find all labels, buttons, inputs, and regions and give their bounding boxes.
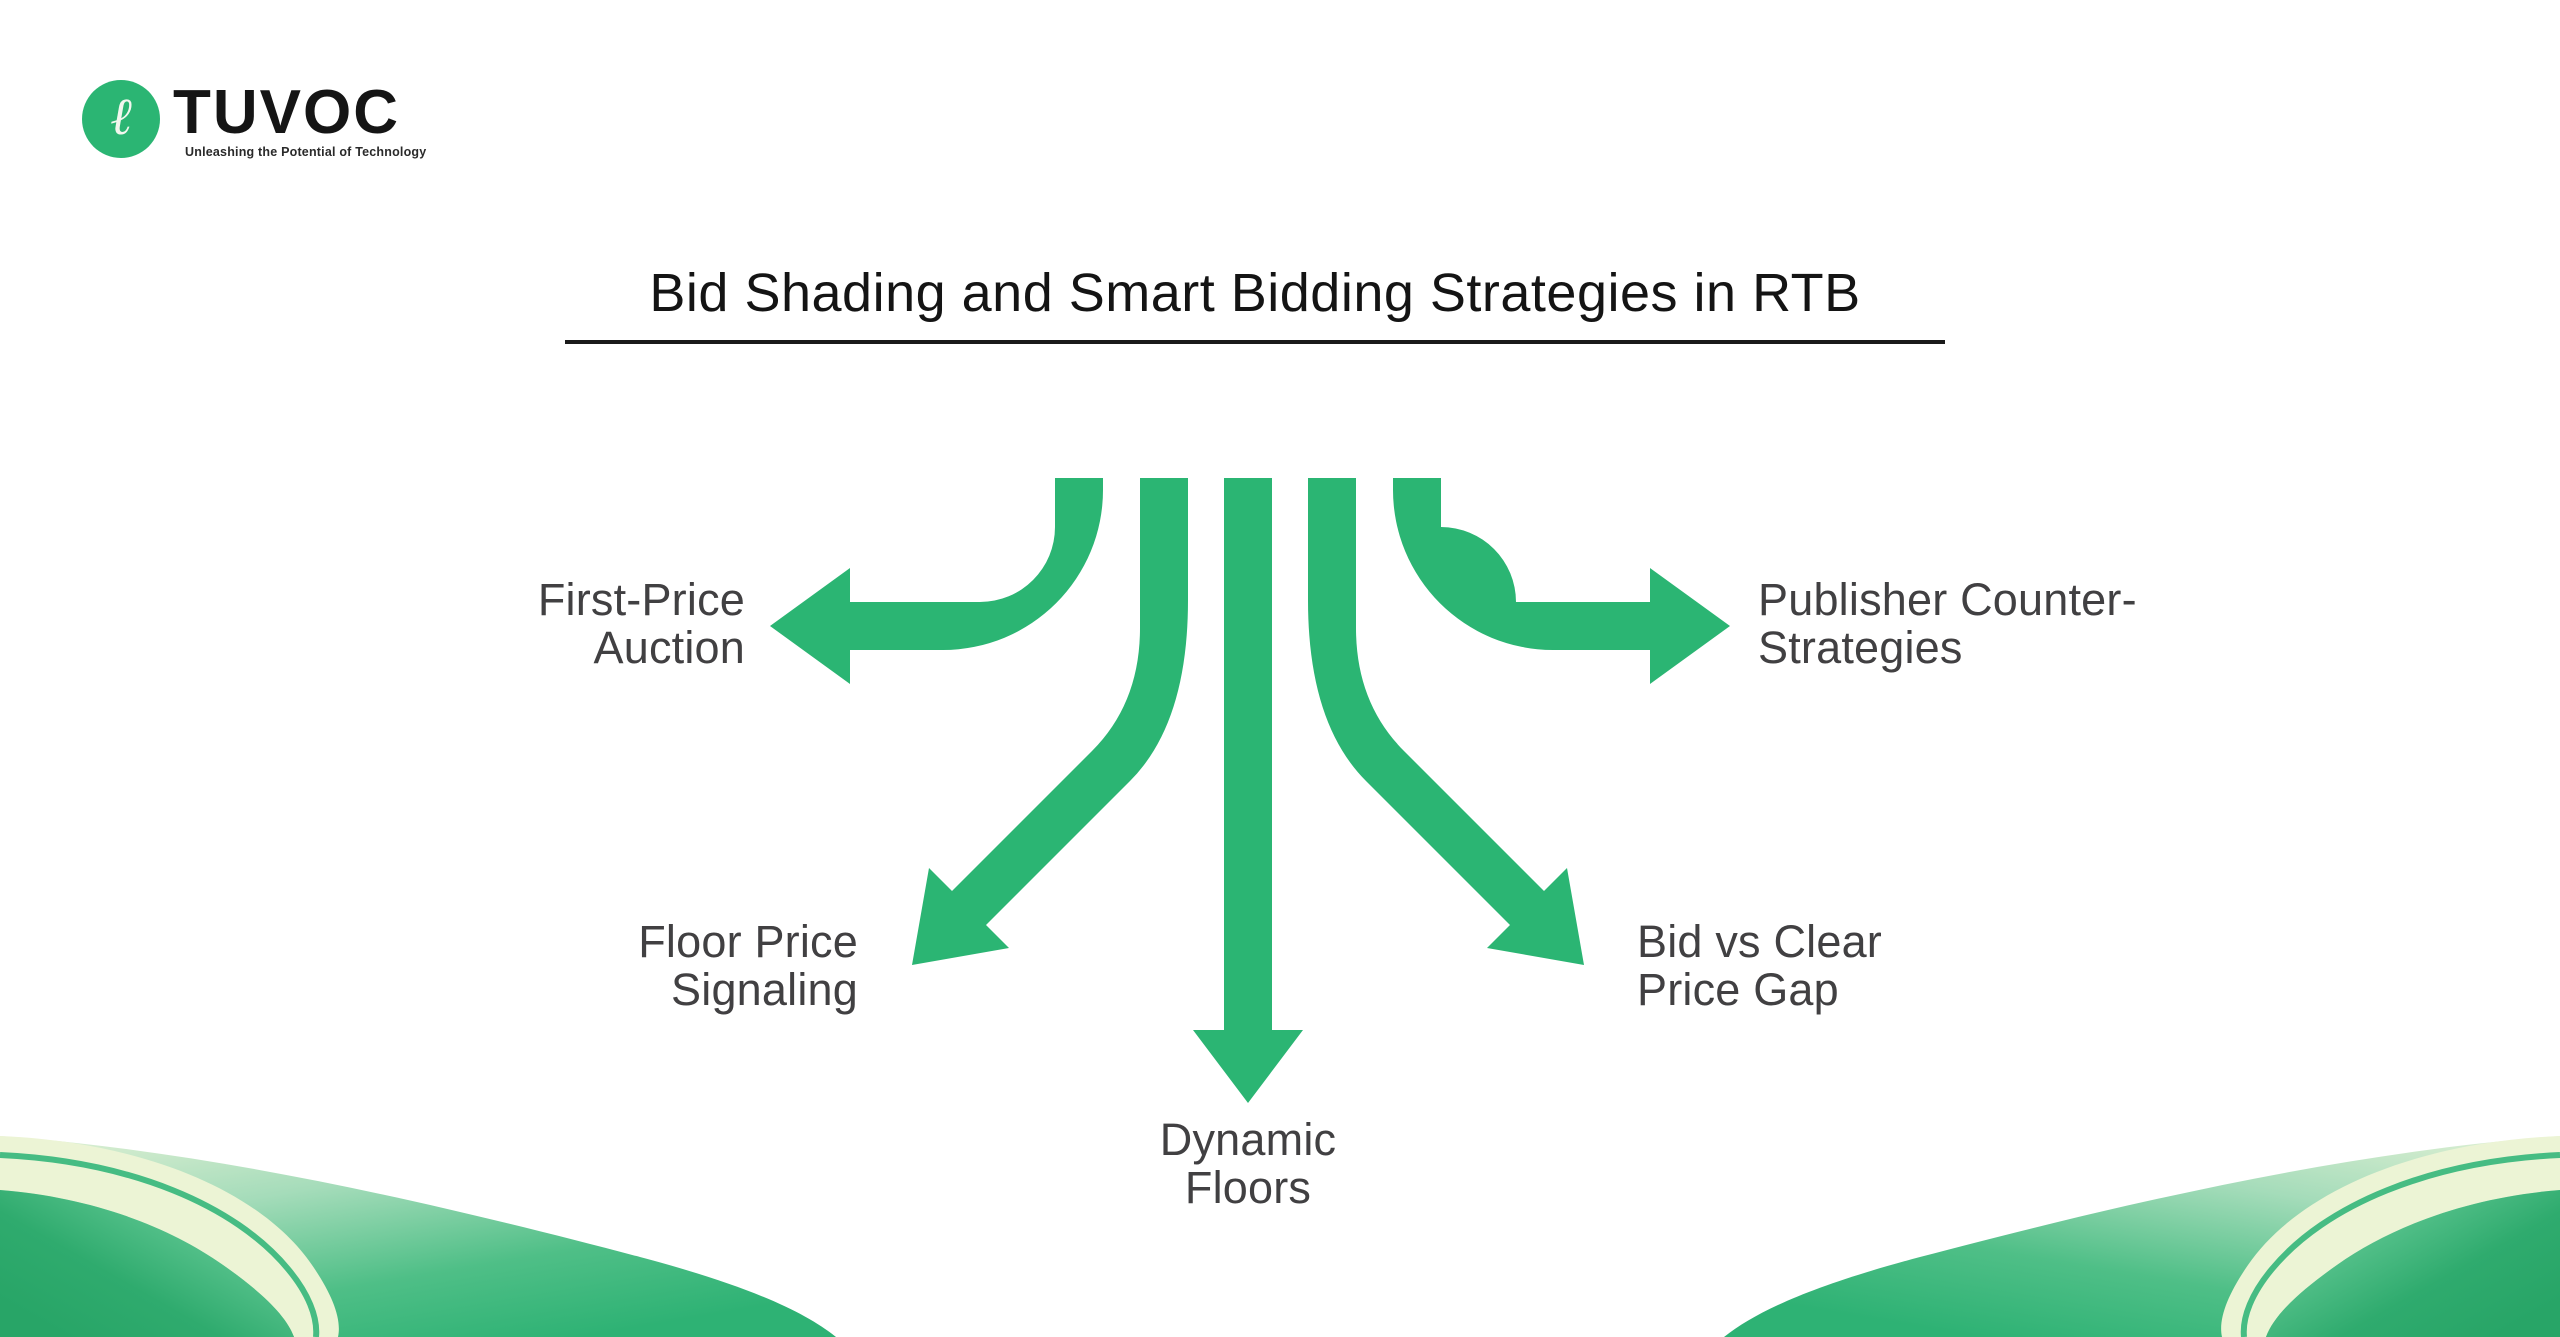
label-line: Publisher Counter- (1758, 574, 2137, 625)
wave-thin-green-line (2240, 1152, 2560, 1337)
brand-tagline: Unleashing the Potential of Technology (185, 145, 427, 160)
arrow-down-right-branch (1308, 478, 1584, 965)
label-line: First-Price (537, 574, 745, 625)
label-line: Signaling (671, 964, 858, 1015)
logo-script-glyph: ℓ (110, 87, 132, 147)
wave-decoration-left (0, 1136, 836, 1337)
brand-text-block: TUVOC Unleashing the Potential of Techno… (173, 80, 426, 159)
logo-circle-icon: ℓ (82, 80, 160, 158)
wave-main-green-shape (2266, 1190, 2560, 1337)
wave-main-green-shape (0, 1190, 294, 1337)
label-line: Bid vs Clear (1637, 916, 1882, 967)
label-floor-price-signaling: Floor Price Signaling (508, 918, 858, 1014)
label-line: Strategies (1758, 622, 1963, 673)
title-underline: Bid Shading and Smart Bidding Strategies… (565, 262, 1945, 344)
label-publisher-counter-strategies: Publisher Counter- Strategies (1758, 576, 2258, 672)
wave-thin-green-line (0, 1152, 320, 1337)
label-line: Floors (1184, 1162, 1312, 1213)
tuvoc-logo: ℓ TUVOC Unleashing the Potential of Tech… (82, 80, 426, 159)
arrow-down-branch (1193, 478, 1303, 1103)
wave-pale-stripe (2221, 1136, 2560, 1337)
wave-pale-stripe (0, 1136, 339, 1337)
arrow-left-branch (770, 478, 1103, 684)
label-line: Auction (593, 622, 745, 673)
wave-decoration-right (1724, 1136, 2560, 1337)
arrow-right-branch (1393, 478, 1730, 684)
brand-name: TUVOC (173, 78, 400, 147)
arrow-down-left-branch (912, 478, 1188, 965)
label-bid-vs-clear-price-gap: Bid vs Clear Price Gap (1637, 918, 2057, 1014)
arrows-graphic (770, 478, 1730, 1103)
label-line: Price Gap (1637, 964, 1839, 1015)
label-first-price-auction: First-Price Auction (395, 576, 745, 672)
label-line: Floor Price (638, 916, 858, 967)
page-title: Bid Shading and Smart Bidding Strategies… (649, 263, 1861, 323)
label-dynamic-floors: Dynamic Floors (1098, 1116, 1398, 1212)
label-line: Dynamic (1159, 1114, 1337, 1165)
